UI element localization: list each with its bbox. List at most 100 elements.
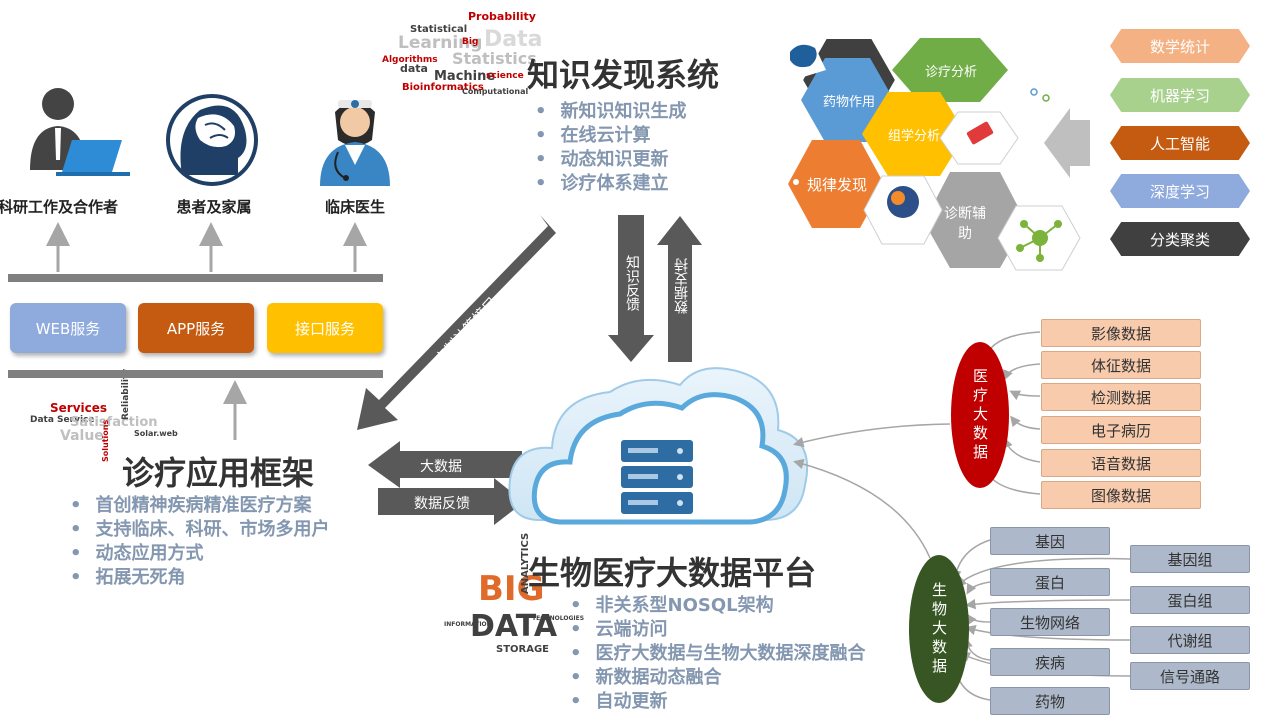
platform-bullets: 非关系型NOSQL架构 云端访问 医疗大数据与生物大数据深度融合 新数据动态融合… [570, 594, 866, 714]
role-doctor-label: 临床医生 [324, 198, 385, 216]
svg-text:Value: Value [60, 428, 104, 444]
method-tag-clustering: 分类聚类 [1110, 222, 1250, 256]
role-researcher-label: 科研工作及合作者 [0, 198, 118, 216]
method-label: 深度学习 [1149, 182, 1210, 201]
svg-text:DATA: DATA [470, 609, 558, 644]
svg-text:ANALYTICS: ANALYTICS [520, 533, 531, 594]
medical-data-item: 电子病历 [1041, 416, 1201, 444]
svg-text:Data Service: Data Service [30, 415, 94, 425]
knowledge-bullet: 在线云计算 [535, 124, 687, 148]
svg-text:Reliability: Reliability [121, 369, 131, 420]
web-service-label: WEB服务 [35, 319, 101, 338]
method-tag-ml: 机器学习 [1110, 78, 1250, 112]
knowledge-feedback-arrow [608, 215, 654, 362]
svg-text:Probability: Probability [468, 10, 536, 23]
svg-text:Big: Big [462, 37, 478, 47]
svg-text:Bioinformatics: Bioinformatics [402, 82, 484, 93]
bio-data-item: 蛋白组 [1130, 586, 1250, 614]
cloud-database-icon [508, 367, 809, 525]
svg-text:Services: Services [50, 401, 107, 415]
knowledge-feedback-label: 知识反馈 [624, 255, 640, 311]
platform-bullet: 非关系型NOSQL架构 [570, 594, 866, 618]
method-label: 人工智能 [1149, 134, 1210, 153]
hex-pattern-discovery-label: 规律发现 [806, 176, 867, 194]
bio-data-item: 基因组 [1130, 545, 1250, 573]
app-service-label: APP服务 [166, 319, 226, 338]
bottom-divider-bar [8, 370, 383, 378]
researcher-laptop-icon [30, 88, 130, 176]
medical-data-item: 影像数据 [1041, 319, 1201, 347]
svg-text:data: data [400, 62, 428, 75]
custom-api-arrow [357, 215, 556, 430]
knowledge-bullets: 新知识知识生成 在线云计算 动态知识更新 诊疗体系建立 [535, 100, 687, 196]
platform-bullet: 新数据动态融合 [570, 666, 866, 690]
top-divider-bar [8, 274, 383, 282]
bio-data-oval: 生物大数据 [909, 555, 969, 703]
svg-text:TECHNOLOGIES: TECHNOLOGIES [532, 615, 584, 622]
method-label: 数学统计 [1149, 37, 1210, 56]
data-feedback-label: 数据反馈 [414, 496, 470, 512]
svg-text:Data: Data [484, 27, 542, 52]
bio-data-item: 信号通路 [1130, 662, 1250, 690]
svg-text:Algorithms: Algorithms [382, 55, 438, 65]
platform-bullet: 自动更新 [570, 690, 866, 714]
bio-data-item: 蛋白 [990, 568, 1110, 596]
hex-omics-analysis-label: 组学分析 [887, 128, 940, 144]
svg-text:Solar.web: Solar.web [134, 429, 178, 438]
svg-text:Statistical: Statistical [410, 24, 467, 35]
hex-drug-effect-label: 药物作用 [822, 94, 875, 110]
wordcloud-left: Services Data Service Satisfaction Value… [30, 369, 178, 462]
medical-data-item: 图像数据 [1041, 481, 1201, 509]
interface-service-label: 接口服务 [294, 319, 355, 338]
wordcloud-bottom: BIG DATA ANALYTICS STORAGE TECHNOLOGIES … [444, 533, 584, 655]
app-service-button[interactable]: APP服务 [138, 303, 254, 353]
hex-diagnosis-aid-label: 诊断辅助 [944, 206, 986, 242]
bio-data-label: 生物大数据 [930, 581, 948, 677]
framework-bullet: 首创精神疾病精准医疗方案 [70, 494, 330, 518]
big-data-arrow [368, 441, 522, 488]
interface-service-button[interactable]: 接口服务 [267, 303, 383, 353]
framework-title: 诊疗应用框架 [122, 454, 315, 492]
knowledge-bullet: 动态知识更新 [535, 148, 687, 172]
bio-data-item: 生物网络 [990, 608, 1110, 636]
medical-data-oval: 医疗大数据 [951, 342, 1009, 488]
framework-bullets: 首创精神疾病精准医疗方案 支持临床、科研、市场多用户 动态应用方式 拓展无死角 [70, 494, 330, 590]
data-support-label: 数据支持 [674, 258, 690, 314]
medical-data-label: 医疗大数据 [971, 367, 989, 463]
platform-title: 生物医疗大数据平台 [528, 554, 817, 592]
method-tag-ai: 人工智能 [1110, 126, 1250, 160]
knowledge-title: 知识发现系统 [527, 56, 720, 94]
framework-bullet: 拓展无死角 [70, 566, 330, 590]
head-brain-icon [166, 94, 258, 186]
svg-text:Statistics: Statistics [452, 49, 537, 68]
methods-arrow [1044, 108, 1090, 178]
svg-text:science: science [486, 71, 524, 81]
framework-bullet: 动态应用方式 [70, 542, 330, 566]
web-service-button[interactable]: WEB服务 [10, 303, 126, 353]
medical-data-item: 检测数据 [1041, 383, 1201, 411]
hexagon-cluster [786, 36, 1081, 271]
data-feedback-arrow [378, 478, 524, 525]
knowledge-bullet: 新知识知识生成 [535, 100, 687, 124]
role-patient-label: 患者及家属 [176, 198, 252, 216]
bio-data-item: 代谢组 [1130, 626, 1250, 654]
method-label: 机器学习 [1149, 86, 1210, 105]
svg-text:Satisfaction: Satisfaction [70, 415, 158, 430]
svg-text:Solutions: Solutions [101, 420, 110, 462]
bio-data-item: 基因 [990, 527, 1110, 555]
svg-text:STORAGE: STORAGE [496, 644, 549, 655]
svg-text:Machine: Machine [434, 69, 495, 84]
method-tag-statistics: 数学统计 [1110, 29, 1250, 63]
wordcloud-top: Probability Statistical Learning Data Bi… [382, 10, 542, 96]
bio-data-item: 疾病 [990, 648, 1110, 676]
method-tag-dl: 深度学习 [1110, 174, 1250, 208]
framework-bullet: 支持临床、科研、市场多用户 [70, 518, 330, 542]
svg-text:BIG: BIG [478, 569, 544, 609]
platform-bullet: 医疗大数据与生物大数据深度融合 [570, 642, 866, 666]
medical-data-item: 体征数据 [1041, 351, 1201, 379]
svg-text:INFORMATION: INFORMATION [444, 621, 492, 628]
platform-bullet: 云端访问 [570, 618, 866, 642]
method-label: 分类聚类 [1149, 230, 1210, 249]
data-support-arrow [657, 216, 702, 362]
